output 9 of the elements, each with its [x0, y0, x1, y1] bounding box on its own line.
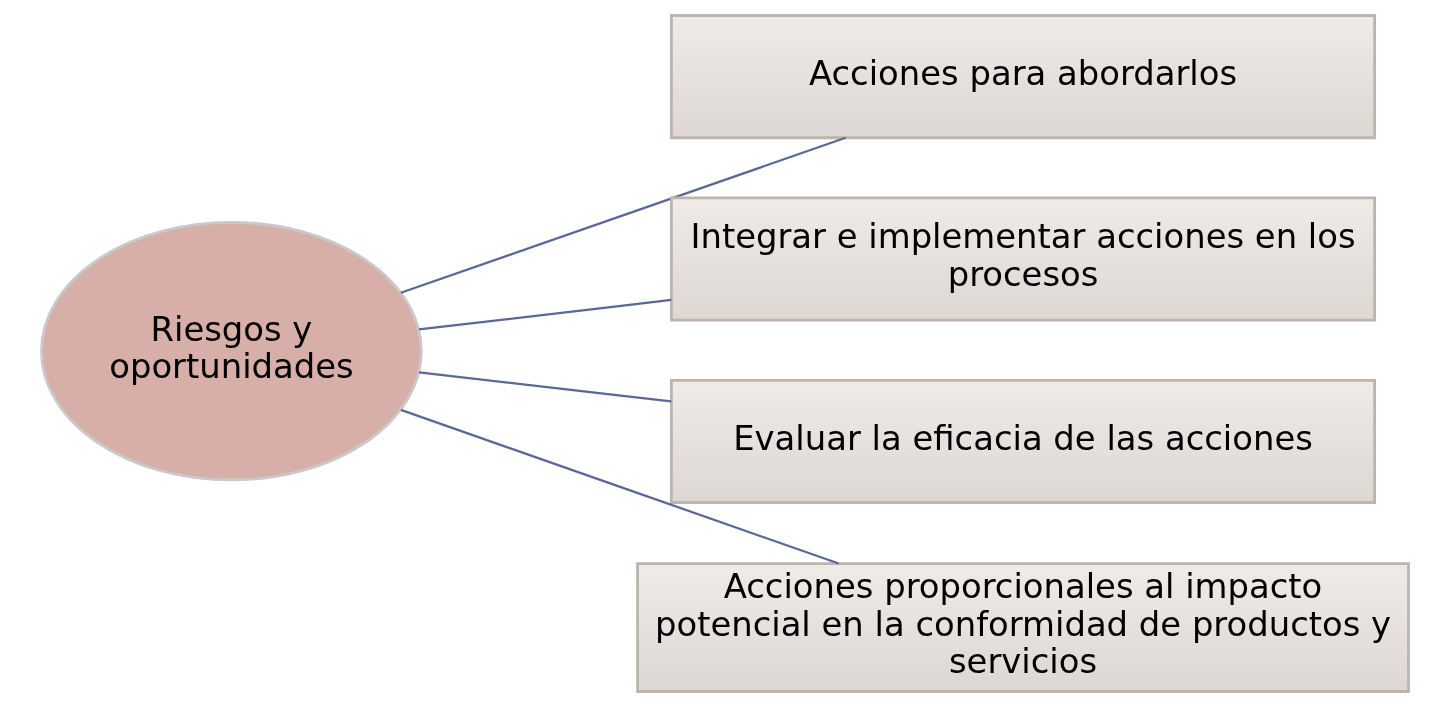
connector: [400, 136, 846, 294]
connector: [418, 371, 672, 403]
node-box: Integrar e implementar acciones en los procesos: [670, 196, 1377, 322]
connector: [400, 408, 840, 565]
node-box: Acciones para abordarlos: [670, 14, 1377, 140]
node-ellipse: Riesgos y oportunidades: [40, 220, 423, 482]
node-box: Evaluar la eficacia de las acciones: [670, 378, 1377, 504]
connector: [418, 298, 672, 331]
node-box: Acciones proporcionales al impacto potencial en la conformidad de productos y servicios: [636, 562, 1410, 693]
